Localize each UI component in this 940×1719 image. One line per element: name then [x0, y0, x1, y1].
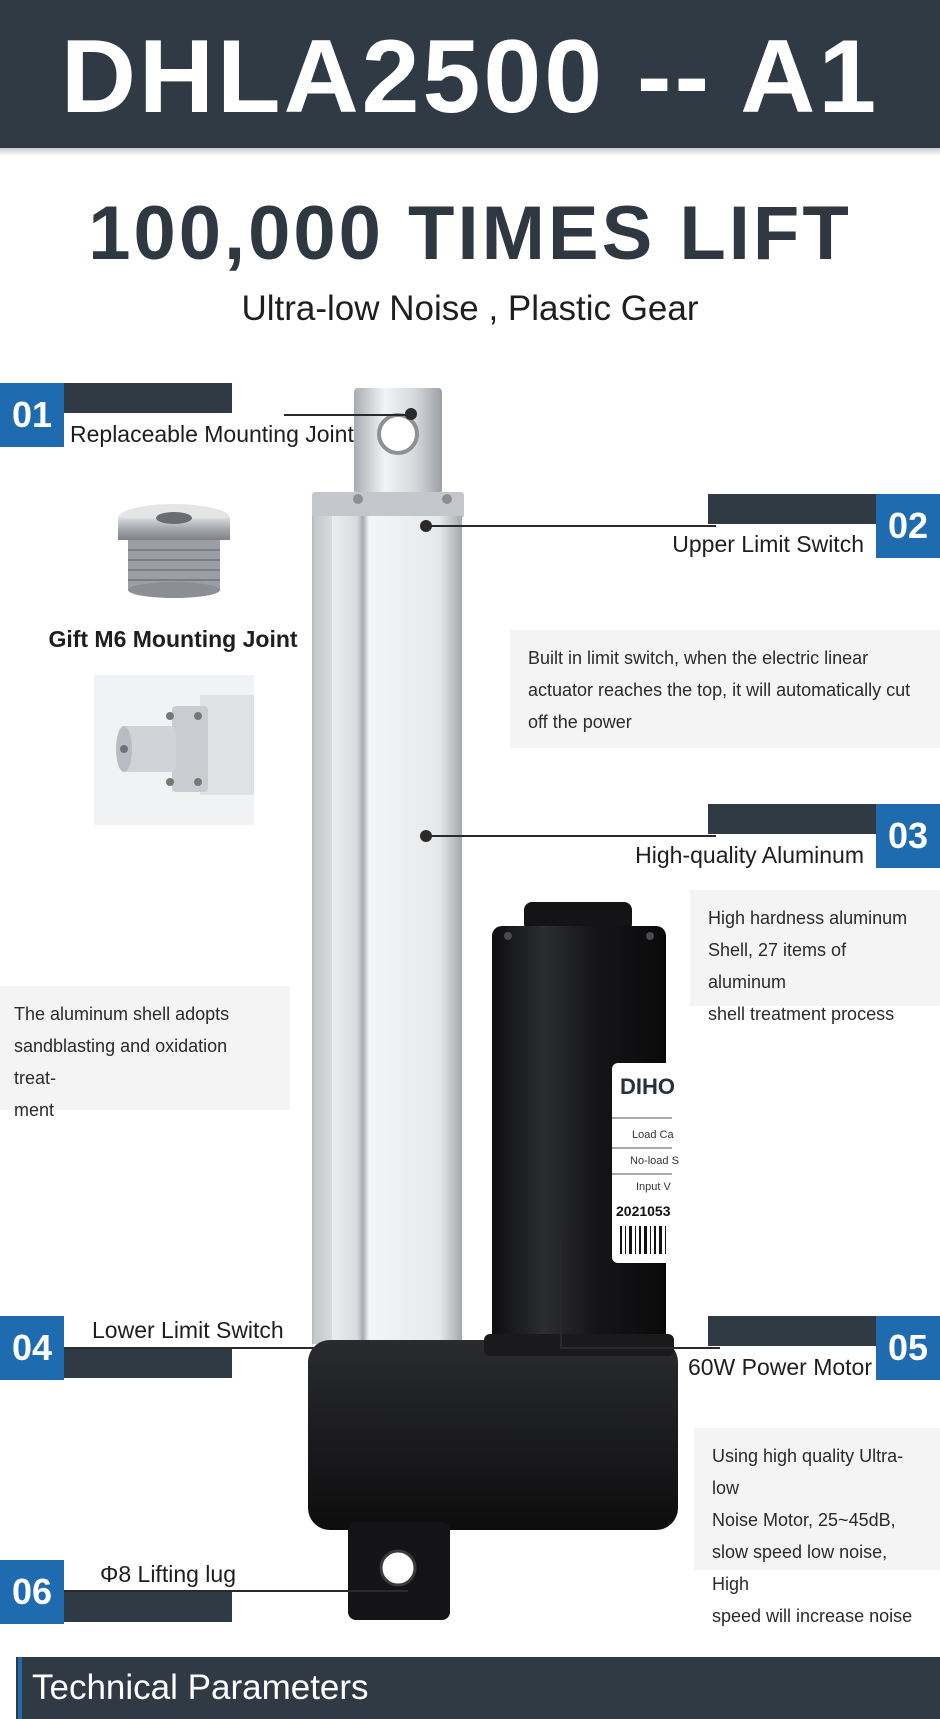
callout-label: Φ8 Lifting lug [100, 1561, 236, 1587]
footer-title: Technical Parameters [32, 1668, 369, 1707]
headline: 100,000 TIMES LIFT [88, 191, 852, 276]
note-line: Shell, 27 items of aluminum [708, 940, 847, 992]
note-line: actuator reaches the top, it will automa… [528, 680, 911, 700]
callout-label: Upper Limit Switch [672, 531, 864, 557]
label-brand: DIHO [620, 1074, 675, 1099]
gift-joint-mounted-photo [94, 675, 254, 825]
callout-number: 02 [876, 494, 940, 558]
callout-label: High-quality Aluminum [635, 842, 864, 868]
callout-number: 01 [0, 383, 64, 447]
leader-line [64, 1347, 460, 1349]
callout-number: 04 [0, 1316, 64, 1380]
note-line: Using high quality Ultra-low [712, 1446, 904, 1498]
note-aluminum: High hardness aluminum Shell, 27 items o… [690, 890, 940, 1024]
note-line: speed will increase noise [712, 1606, 913, 1626]
subheadline: Ultra-low Noise , Plastic Gear [241, 289, 699, 328]
page-title: DHLA2500 -- A1 [60, 19, 880, 135]
note-line: High hardness aluminum [708, 908, 908, 928]
footer-accent [18, 1657, 22, 1719]
note-line: Noise Motor, 25~45dB, [712, 1510, 896, 1530]
gift-joint-photo [118, 504, 230, 598]
callout-label: Lower Limit Switch [92, 1317, 284, 1343]
label-row: No-load S [630, 1155, 679, 1167]
leader-dot [405, 408, 417, 420]
leader-line [284, 414, 410, 416]
leader-dot [420, 830, 432, 842]
callout-label: Replaceable Mounting Joint [70, 421, 354, 447]
note-line: The aluminum shell adopts [14, 1004, 230, 1024]
note-line: off the power [528, 712, 632, 732]
note-line: sandblasting and oxidation treat- [14, 1036, 228, 1088]
label-serial: 2021053 [616, 1203, 671, 1219]
footer-banner [0, 1657, 940, 1719]
callout-label: 60W Power Motor [687, 1354, 872, 1380]
leader-dot [420, 520, 432, 532]
leader-line [426, 525, 716, 527]
footer-accent [0, 1657, 16, 1719]
callout-number: 05 [876, 1316, 940, 1380]
note-limit-switch: Built in limit switch, when the electric… [510, 630, 940, 748]
label-row: Load Ca [632, 1129, 674, 1141]
note-shell-treatment: The aluminum shell adopts sandblasting a… [0, 986, 290, 1120]
note-line: slow speed low noise, High [712, 1542, 888, 1594]
note-motor: Using high quality Ultra-low Noise Motor… [694, 1428, 940, 1626]
leader-line [64, 1590, 408, 1592]
callout-number: 03 [876, 804, 940, 868]
header-shadow [0, 148, 940, 156]
actuator-illustration: DIHO Load Ca No-load S Input V 2021053 [94, 388, 679, 1620]
leader-line [426, 835, 716, 837]
callout-number: 06 [0, 1560, 64, 1624]
leader-line [560, 1347, 720, 1349]
note-line: Built in limit switch, when the electric… [528, 648, 869, 668]
gift-label: Gift M6 Mounting Joint [48, 626, 298, 652]
note-line: shell treatment process [708, 1004, 895, 1024]
barcode [620, 1226, 666, 1254]
label-row: Input V [636, 1181, 672, 1193]
header-banner [0, 0, 940, 148]
note-line: ment [14, 1100, 55, 1120]
leader-line [560, 1240, 562, 1348]
